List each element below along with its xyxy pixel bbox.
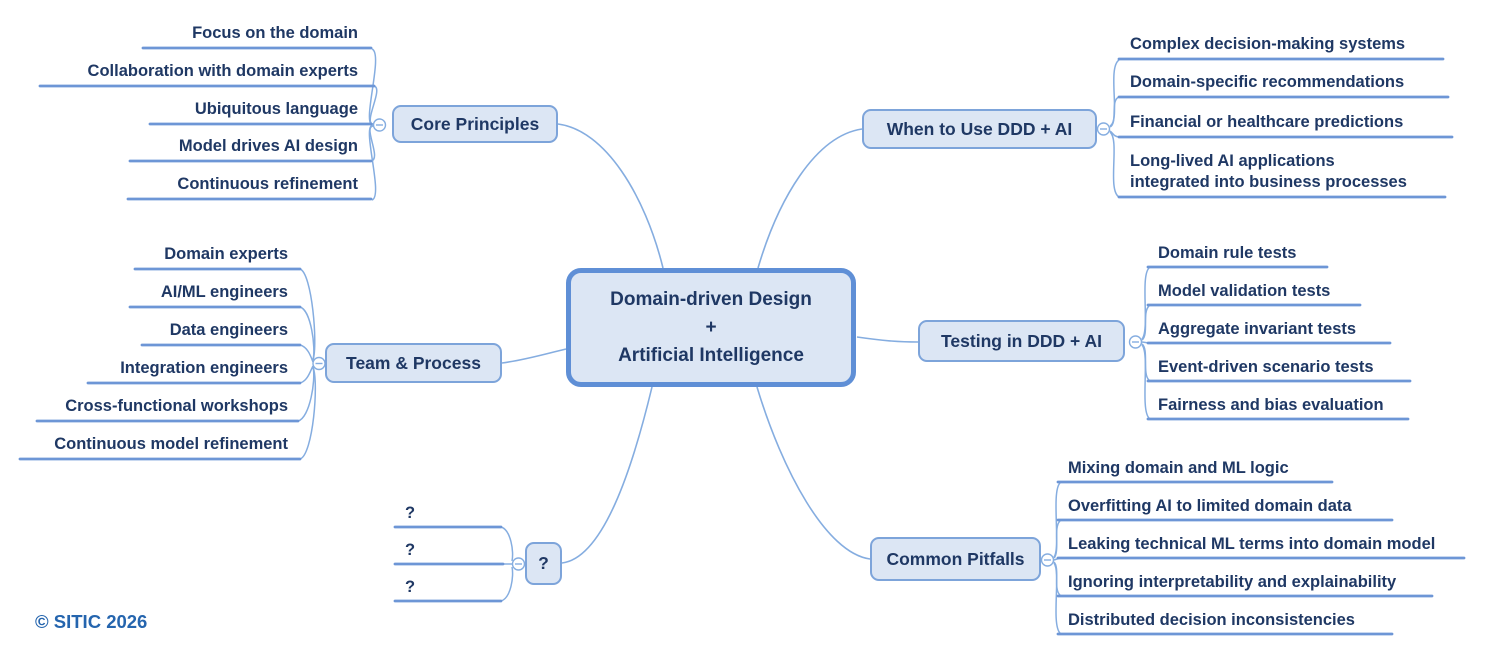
child-topic[interactable]: Collaboration with domain experts — [87, 62, 358, 80]
child-topic[interactable]: Domain experts — [164, 245, 288, 263]
child-topic[interactable]: Aggregate invariant tests — [1158, 320, 1357, 338]
collapse-minus-icon[interactable] — [1096, 122, 1111, 136]
child-topic[interactable]: Domain rule tests — [1158, 244, 1297, 262]
branch-label: Team & Process — [346, 352, 481, 373]
branch-label: When to Use DDD + AI — [886, 118, 1073, 139]
branch-node-testing[interactable]: Testing in DDD + AI — [918, 320, 1125, 362]
child-topic[interactable]: Domain-specific recommendations — [1130, 73, 1405, 91]
collapse-minus-icon[interactable] — [1040, 553, 1055, 567]
copyright-text: © SITIC 2026 — [35, 611, 148, 632]
child-topic[interactable]: Distributed decision inconsistencies — [1068, 611, 1355, 629]
child-topic[interactable]: Financial or healthcare predictions — [1130, 113, 1404, 131]
child-topic[interactable]: Ignoring interpretability and explainabi… — [1068, 573, 1397, 591]
child-topic[interactable]: ? — [405, 541, 416, 559]
branch-node-when-to-use[interactable]: When to Use DDD + AI — [862, 109, 1097, 149]
child-topic[interactable]: Focus on the domain — [192, 24, 358, 42]
branch-curves — [501, 123, 919, 564]
child-topic[interactable]: Integration engineers — [120, 359, 288, 377]
branch-node-common-pitfalls[interactable]: Common Pitfalls — [870, 537, 1041, 581]
collapse-icons — [312, 118, 1143, 571]
branch-label: Common Pitfalls — [886, 548, 1025, 569]
child-topic[interactable]: Mixing domain and ML logic — [1068, 459, 1289, 477]
branch-node-question[interactable]: ? — [525, 542, 562, 585]
child-topic[interactable]: Event-driven scenario tests — [1158, 358, 1374, 376]
central-topic-node[interactable]: Domain-driven Design + Artificial Intell… — [566, 268, 856, 387]
branch-label: ? — [538, 553, 549, 573]
child-topic[interactable]: AI/ML engineers — [160, 283, 288, 301]
branch-node-team-process[interactable]: Team & Process — [325, 343, 502, 383]
child-topic[interactable]: Continuous model refinement — [54, 435, 288, 453]
child-topic[interactable]: Leaking technical ML terms into domain m… — [1068, 535, 1436, 553]
child-topic[interactable]: Ubiquitous language — [194, 100, 358, 118]
collapse-minus-icon[interactable] — [1128, 335, 1143, 349]
child-topic[interactable]: Complex decision-making systems — [1130, 35, 1406, 53]
child-topic[interactable]: ? — [405, 578, 416, 596]
central-topic-line: Domain-driven Design — [610, 288, 812, 310]
central-topic-line: Artificial Intelligence — [618, 344, 804, 366]
child-underlines — [18, 46, 1466, 636]
child-topic[interactable]: Long-lived AI applications integrated in… — [1130, 152, 1407, 191]
collapse-minus-icon[interactable] — [312, 356, 326, 371]
child-topic[interactable]: Cross-functional workshops — [65, 397, 288, 415]
child-topic[interactable]: Continuous refinement — [177, 175, 358, 193]
child-topic[interactable]: Data engineers — [169, 321, 288, 339]
branch-label: Testing in DDD + AI — [941, 330, 1102, 351]
branch-label: Core Principles — [410, 113, 540, 134]
child-topic[interactable]: ? — [405, 504, 416, 522]
central-topic-line: + — [705, 316, 717, 338]
branch-node-core-principles[interactable]: Core Principles — [392, 105, 558, 143]
child-topic[interactable]: Model drives AI design — [178, 137, 358, 155]
collapse-minus-icon[interactable] — [372, 118, 387, 132]
collapse-minus-icon[interactable] — [511, 557, 526, 571]
child-topic[interactable]: Fairness and bias evaluation — [1158, 396, 1384, 414]
child-topic[interactable]: Overfitting AI to limited domain data — [1068, 497, 1352, 515]
child-topic[interactable]: Model validation tests — [1158, 282, 1331, 300]
